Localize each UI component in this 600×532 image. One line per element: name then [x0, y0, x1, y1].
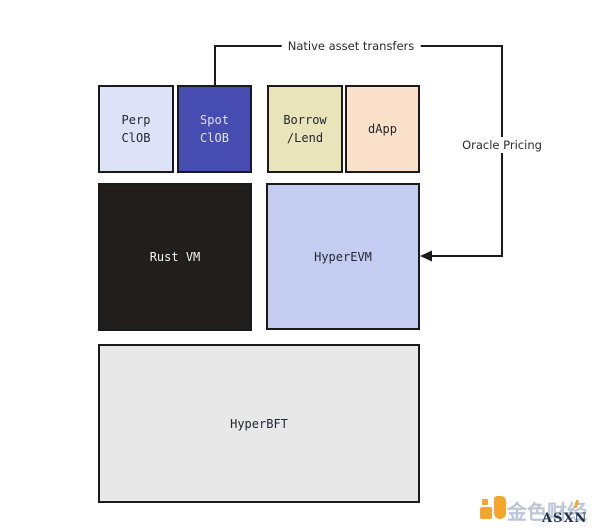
edge-label-native-asset-transfers: Native asset transfers: [281, 38, 421, 54]
arrowhead-icon: [420, 250, 432, 262]
jinse-logo-icon: [479, 494, 507, 520]
box-perp-clob: Perp ClOB: [98, 85, 174, 173]
box-spot-clob: Spot ClOB: [177, 85, 252, 173]
logo-square-big: [480, 507, 492, 519]
watermark-attribution: ASXN: [542, 511, 588, 526]
edge-label-oracle-pricing: Oracle Pricing: [456, 137, 548, 153]
box-dapp: dApp: [345, 85, 420, 173]
logo-square-small: [482, 499, 488, 505]
box-hyperevm: HyperEVM: [266, 183, 420, 330]
watermark-site-name: 金色财经: [507, 500, 587, 524]
box-rust-vm: Rust VM: [98, 183, 252, 331]
box-hyperbft: HyperBFT: [98, 344, 420, 503]
watermark: 金色财经 ASXN: [479, 494, 597, 530]
native-transfer-and-oracle-edge: [214, 45, 503, 257]
logo-hook: [494, 496, 506, 519]
box-borrow-lend: Borrow /Lend: [267, 85, 343, 173]
